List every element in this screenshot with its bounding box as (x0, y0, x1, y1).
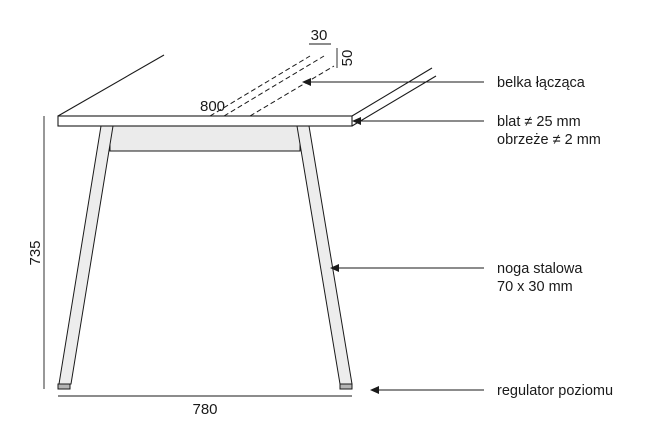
beam-callout-label: belka łącząca (497, 75, 586, 91)
tabletop-back-edge-left (57, 54, 165, 117)
beam-hidden-line-3 (249, 65, 335, 117)
top-callout-arrow (352, 117, 361, 125)
right-leg (296, 125, 353, 385)
connecting-beam (109, 125, 301, 152)
right-leveler-foot (339, 383, 353, 390)
left-leveler-foot (57, 383, 71, 390)
tabletop-back-edge-right-lower (351, 75, 437, 127)
tabletop-back-edge-right (351, 67, 433, 117)
beam-height-label: 50 (339, 50, 356, 67)
beam-callout-arrow (302, 78, 311, 86)
leg-callout-label-2: 70 x 30 mm (497, 279, 573, 295)
tabletop-front (57, 115, 353, 127)
depth-dimension-label: 800 (200, 98, 225, 115)
top-callout-label-2: obrzeże ≠ 2 mm (497, 132, 601, 148)
leg-callout-label-1: noga stalowa (497, 261, 583, 277)
beam-hidden-line-1 (209, 55, 311, 117)
width-dimension-label: 780 (192, 401, 217, 418)
leg-callout-arrow (330, 264, 339, 272)
leveler-callout-label: regulator poziomu (497, 383, 613, 399)
beam-hidden-line-2 (223, 55, 325, 117)
left-leg (58, 125, 114, 385)
leveler-callout-arrow (370, 386, 379, 394)
height-dimension-label: 735 (27, 240, 44, 265)
beam-width-label: 30 (311, 27, 328, 44)
top-callout-label-1: blat ≠ 25 mm (497, 114, 581, 130)
